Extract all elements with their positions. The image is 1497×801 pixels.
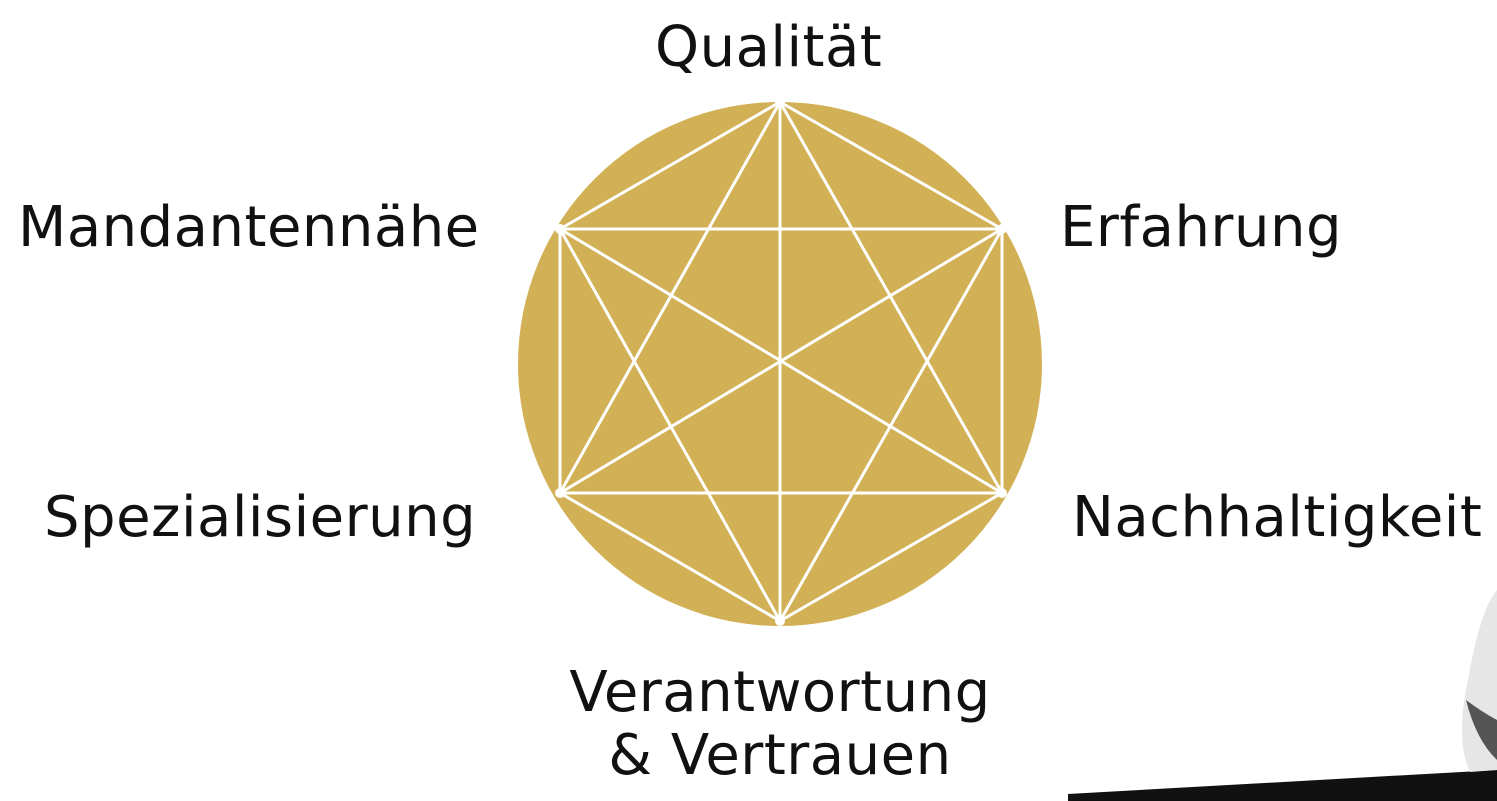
label-erfahrung: Erfahrung bbox=[1060, 200, 1342, 256]
label-nachhaltigkeit: Nachhaltigkeit bbox=[1072, 490, 1482, 546]
vertex-dot-topright bbox=[997, 224, 1007, 234]
label-spezialisierung: Spezialisierung bbox=[44, 490, 476, 546]
label-qualitaet: Qualität bbox=[655, 20, 882, 76]
vertex-dot-topleft bbox=[555, 224, 565, 234]
label-verantwortung-vertrauen: Verantwortung & Vertrauen bbox=[530, 662, 1030, 787]
vertex-dot-bottom bbox=[775, 616, 785, 626]
vertex-dot-top bbox=[775, 97, 785, 107]
photo-fragment bbox=[1068, 590, 1497, 801]
photo-dark-base bbox=[1068, 770, 1497, 801]
label-verantwortung-line1: Verantwortung bbox=[530, 662, 1030, 725]
label-verantwortung-line2: & Vertrauen bbox=[530, 725, 1030, 788]
vertex-dot-bottomright bbox=[997, 488, 1007, 498]
label-mandantennaehe: Mandantennähe bbox=[18, 200, 480, 256]
vertex-dot-bottomleft bbox=[555, 488, 565, 498]
